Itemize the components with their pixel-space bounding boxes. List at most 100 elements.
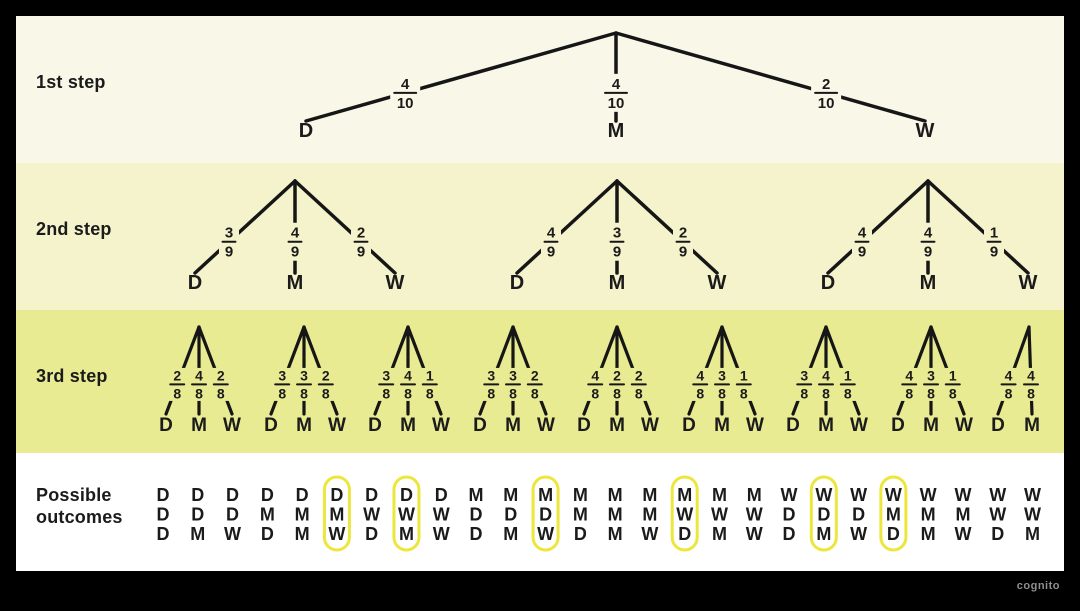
fraction-numerator: 4 — [696, 367, 704, 383]
node-letter: D — [299, 120, 313, 142]
outcome-letter: M — [921, 524, 936, 544]
fraction-denominator: 8 — [404, 385, 412, 401]
fraction-numerator: 2 — [357, 225, 365, 242]
outcome-letter: M — [921, 505, 936, 525]
outcome-letter: M — [677, 485, 692, 505]
outcome-letter: W — [815, 485, 832, 505]
outcome-letter: D — [574, 524, 587, 544]
fraction-denominator: 8 — [905, 385, 913, 401]
fraction-numerator: 3 — [509, 367, 517, 383]
outcome-letter: M — [642, 505, 657, 525]
fraction-numerator: 4 — [401, 76, 410, 93]
node-letter: M — [608, 120, 625, 142]
node-letter: M — [609, 272, 626, 294]
node-letter: W — [386, 272, 405, 294]
outcome-letter: W — [850, 485, 867, 505]
fraction-denominator: 9 — [357, 244, 365, 261]
fraction-denominator: 8 — [195, 385, 203, 401]
branch-line — [293, 179, 397, 275]
fraction-denominator: 10 — [397, 95, 414, 112]
outcome-letter: W — [989, 505, 1006, 525]
outcome-letter: D — [783, 524, 796, 544]
fraction-numerator: 3 — [278, 367, 286, 383]
outcome-letter: D — [191, 485, 204, 505]
fraction-numerator: 3 — [718, 367, 726, 383]
fraction-denominator: 8 — [800, 385, 808, 401]
fraction-denominator: 8 — [300, 385, 308, 401]
node-letter: W — [1019, 272, 1038, 294]
fraction-numerator: 3 — [487, 367, 495, 383]
node-letter: W — [708, 272, 727, 294]
outcome-letter: W — [537, 524, 554, 544]
fraction-denominator: 9 — [924, 244, 932, 261]
fraction-numerator: 1 — [990, 225, 998, 242]
node-letter: D — [577, 415, 591, 436]
node-letter: W — [955, 415, 973, 436]
fraction-numerator: 2 — [322, 367, 330, 383]
outcome-letter: W — [885, 485, 902, 505]
outcome-letter: W — [989, 485, 1006, 505]
outcome-letter: D — [887, 524, 900, 544]
fraction-denominator: 8 — [173, 385, 181, 401]
outcome-letter: D — [852, 505, 865, 525]
row-label-1st-step: 1st step — [36, 72, 106, 92]
fraction-numerator: 2 — [635, 367, 643, 383]
fraction-numerator: 3 — [382, 367, 390, 383]
fraction-denominator: 8 — [927, 385, 935, 401]
branch-line — [515, 179, 619, 275]
fraction-denominator: 8 — [591, 385, 599, 401]
fraction-denominator: 9 — [858, 244, 866, 261]
fraction-numerator: 3 — [800, 367, 808, 383]
outcome-letter: M — [538, 485, 553, 505]
outcome-highlight-ring — [809, 475, 838, 552]
fraction-denominator: 8 — [696, 385, 704, 401]
node-letter: D — [821, 272, 835, 294]
outcome-letter: M — [295, 505, 310, 525]
outcome-letter: M — [712, 485, 727, 505]
outcome-letter: D — [191, 505, 204, 525]
fraction-numerator: 2 — [173, 367, 181, 383]
fraction-numerator: 4 — [1005, 367, 1013, 383]
fraction-numerator: 2 — [679, 225, 687, 242]
branch-line — [193, 179, 297, 275]
outcome-letter: D — [261, 485, 274, 505]
outcome-letter: W — [954, 524, 971, 544]
fraction-denominator: 8 — [1027, 385, 1035, 401]
fraction-denominator: 9 — [291, 244, 299, 261]
node-letter: M — [923, 415, 939, 436]
outcome-letter: D — [470, 505, 483, 525]
outcome-letter: W — [711, 505, 728, 525]
fraction-numerator: 2 — [613, 367, 621, 383]
node-letter: D — [682, 415, 696, 436]
outcome-letter: D — [157, 485, 170, 505]
node-letter: W — [432, 415, 450, 436]
node-letter: D — [473, 415, 487, 436]
node-letter: W — [850, 415, 868, 436]
fraction-numerator: 3 — [927, 367, 935, 383]
fraction-numerator: 2 — [822, 76, 830, 93]
outcome-highlight-ring — [322, 475, 351, 552]
fraction-denominator: 8 — [613, 385, 621, 401]
outcome-letter: D — [296, 485, 309, 505]
fraction-denominator: 8 — [718, 385, 726, 401]
outcome-letter: D — [157, 524, 170, 544]
outcome-letter: D — [783, 505, 796, 525]
node-letter: W — [916, 120, 935, 142]
node-letter: D — [188, 272, 202, 294]
outcome-letter: D — [435, 485, 448, 505]
outcome-letter: M — [955, 505, 970, 525]
outcome-letter: D — [817, 505, 830, 525]
outcome-letter: M — [712, 524, 727, 544]
outcome-letter: D — [678, 524, 691, 544]
outcome-letter: W — [1024, 485, 1041, 505]
fraction-denominator: 9 — [990, 244, 998, 261]
band-1st-step — [16, 16, 1064, 163]
node-letter: M — [920, 272, 937, 294]
fraction-numerator: 4 — [612, 76, 621, 93]
outcome-letter: M — [642, 485, 657, 505]
row-label-3rd-step: 3rd step — [36, 366, 108, 386]
fraction-denominator: 8 — [1005, 385, 1013, 401]
node-letter: M — [609, 415, 625, 436]
outcome-letter: M — [503, 524, 518, 544]
